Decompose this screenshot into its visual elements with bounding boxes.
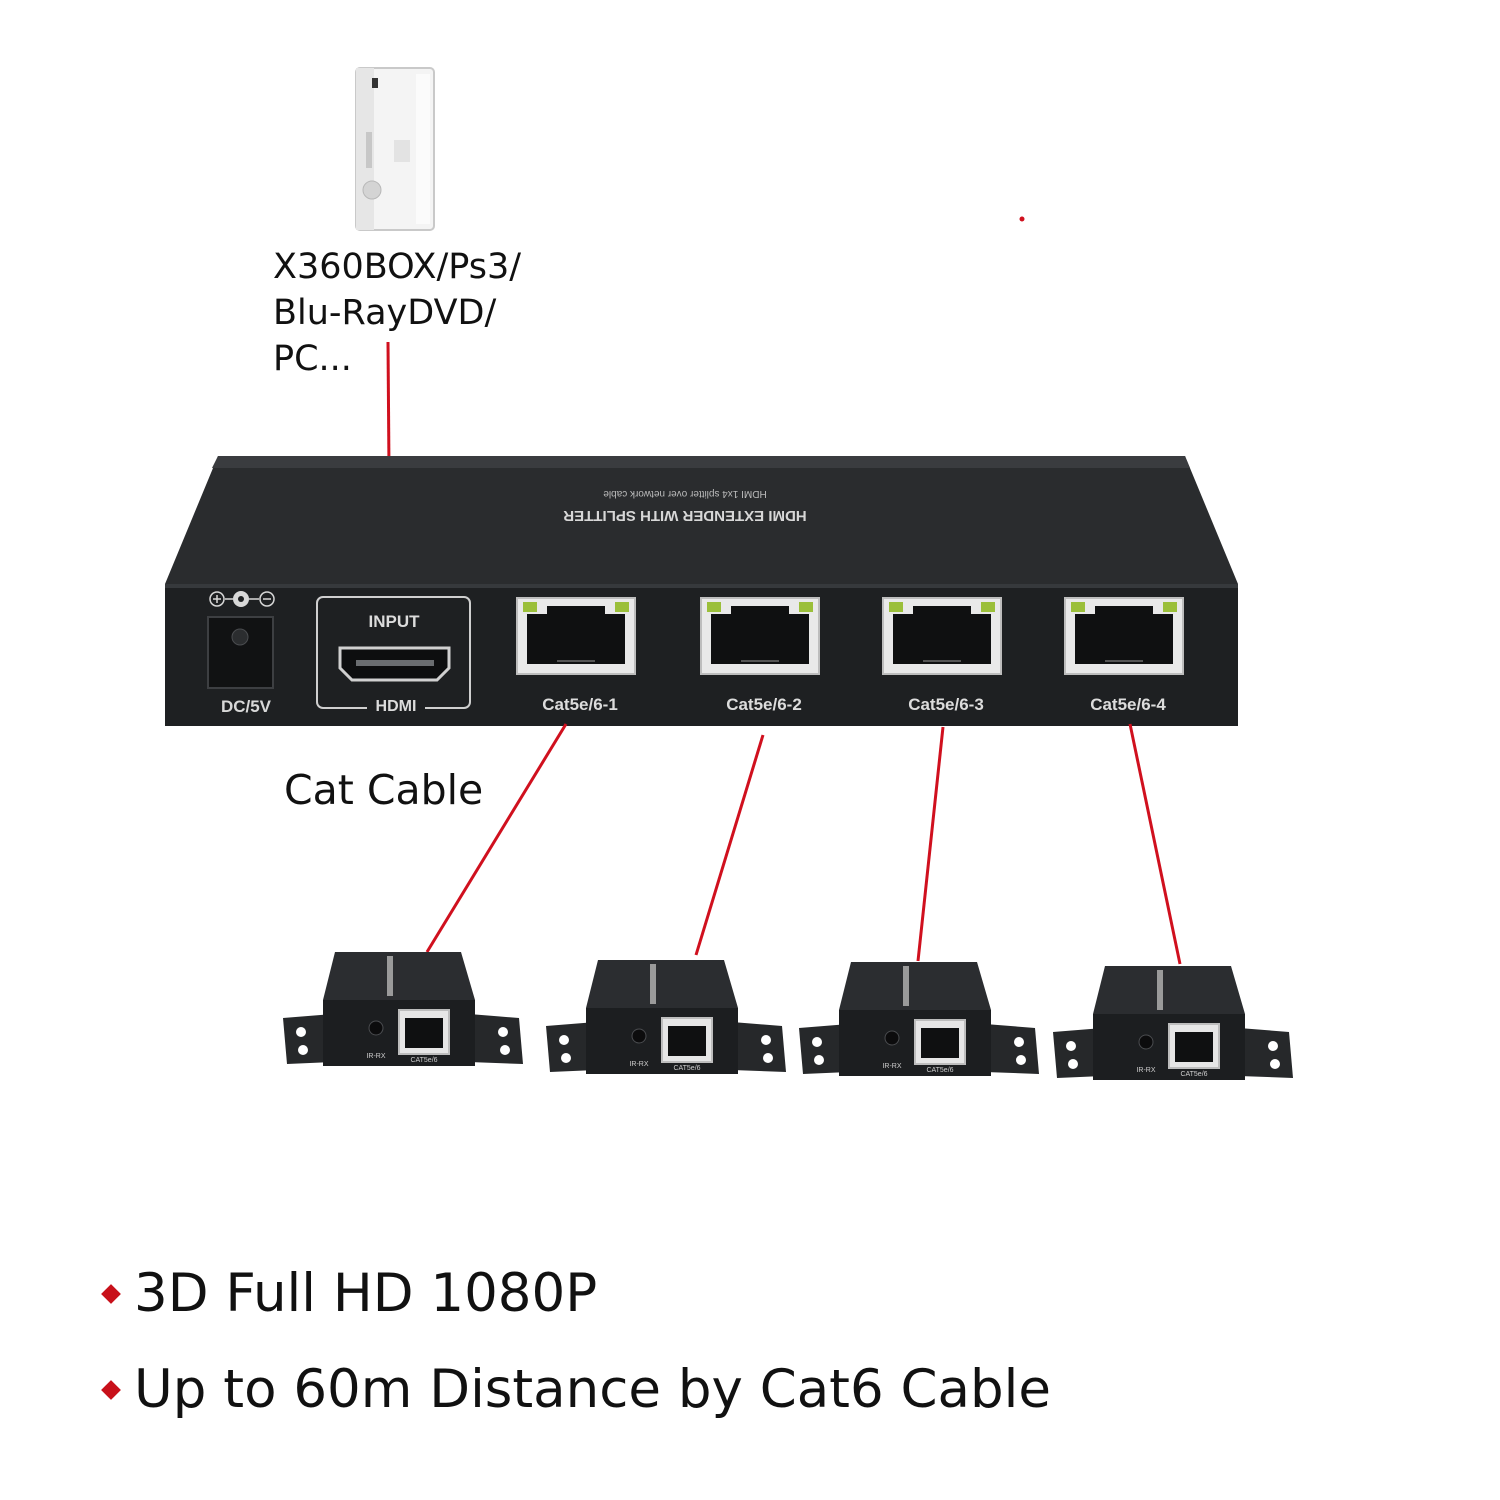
console-icon bbox=[355, 67, 435, 231]
cat-cables bbox=[425, 723, 1182, 965]
dc-power-jack bbox=[207, 616, 274, 689]
bullet-diamond-icon bbox=[101, 1380, 121, 1400]
port-label: Cat5e/6-2 bbox=[726, 695, 802, 714]
receiver-unit: IR-RX CAT5e/6 bbox=[1053, 966, 1293, 1080]
hdmi-port bbox=[338, 646, 451, 682]
receiver-unit: IR-RX CAT5e/6 bbox=[799, 962, 1039, 1076]
cat-cable bbox=[425, 723, 568, 953]
port-label: Cat5e/6-4 bbox=[1090, 695, 1166, 714]
receiver-unit: IR-RX CAT5e/6 bbox=[546, 960, 786, 1074]
rx-port-label: CAT5e/6 bbox=[673, 1065, 700, 1072]
ir-label: IR-RX bbox=[1136, 1067, 1155, 1074]
feature-item: Up to 60m Distance by Cat6 Cable bbox=[98, 1358, 1051, 1422]
link-led bbox=[523, 602, 537, 612]
port-label: Cat5e/6-1 bbox=[542, 695, 618, 714]
input-label: INPUT bbox=[369, 612, 421, 631]
cable-label: Cat Cable bbox=[284, 766, 484, 814]
feature-item: 3D Full HD 1080P bbox=[98, 1262, 597, 1326]
activity-led bbox=[799, 602, 813, 612]
rj45-port: Cat5e/6-1 bbox=[516, 597, 636, 714]
rj45-port: Cat5e/6-3 bbox=[882, 597, 1002, 714]
source-label-line-3: PC... bbox=[273, 339, 352, 379]
feature-text: 3D Full HD 1080P bbox=[134, 1263, 598, 1324]
ir-label: IR-RX bbox=[882, 1063, 901, 1070]
splitter-top-sublabel: HDMI 1x4 splitter over network cable bbox=[603, 488, 767, 499]
splitter-device: HDMI EXTENDER WITH SPLITTER HDMI 1x4 spl… bbox=[165, 456, 1238, 726]
bullet-diamond-icon bbox=[101, 1284, 121, 1304]
power-label: DC/5V bbox=[221, 697, 272, 716]
link-led bbox=[889, 602, 903, 612]
link-led bbox=[707, 602, 721, 612]
rj45-port: Cat5e/6-4 bbox=[1064, 597, 1184, 714]
activity-led bbox=[981, 602, 995, 612]
rx-port-label: CAT5e/6 bbox=[1180, 1071, 1207, 1078]
cat-cable bbox=[916, 726, 945, 962]
rj45-ports: Cat5e/6-1 Cat5e/6-2 Cat5e/6-3 Cat5e/6-4 bbox=[516, 597, 1184, 714]
activity-led bbox=[615, 602, 629, 612]
ir-label: IR-RX bbox=[629, 1061, 648, 1068]
cat-cable bbox=[1128, 723, 1182, 965]
receiver-unit: IR-RX CAT5e/6 bbox=[283, 952, 523, 1066]
feature-text: Up to 60m Distance by Cat6 Cable bbox=[134, 1359, 1051, 1420]
rx-port-label: CAT5e/6 bbox=[410, 1057, 437, 1064]
ir-label: IR-RX bbox=[366, 1053, 385, 1060]
red-dot bbox=[1019, 216, 1025, 222]
power-polarity-icon bbox=[209, 591, 275, 607]
link-led bbox=[1071, 602, 1085, 612]
rx-port-label: CAT5e/6 bbox=[926, 1067, 953, 1074]
cat-cable bbox=[694, 734, 765, 956]
source-label-line-2: Blu-RayDVD/ bbox=[273, 293, 497, 333]
port-label: Cat5e/6-3 bbox=[908, 695, 984, 714]
hdmi-label: HDMI bbox=[376, 698, 417, 715]
splitter-top-label: HDMI EXTENDER WITH SPLITTER bbox=[563, 507, 807, 524]
source-label-line-1: X360BOX/Ps3/ bbox=[273, 247, 522, 287]
rj45-port: Cat5e/6-2 bbox=[700, 597, 820, 714]
activity-led bbox=[1163, 602, 1177, 612]
